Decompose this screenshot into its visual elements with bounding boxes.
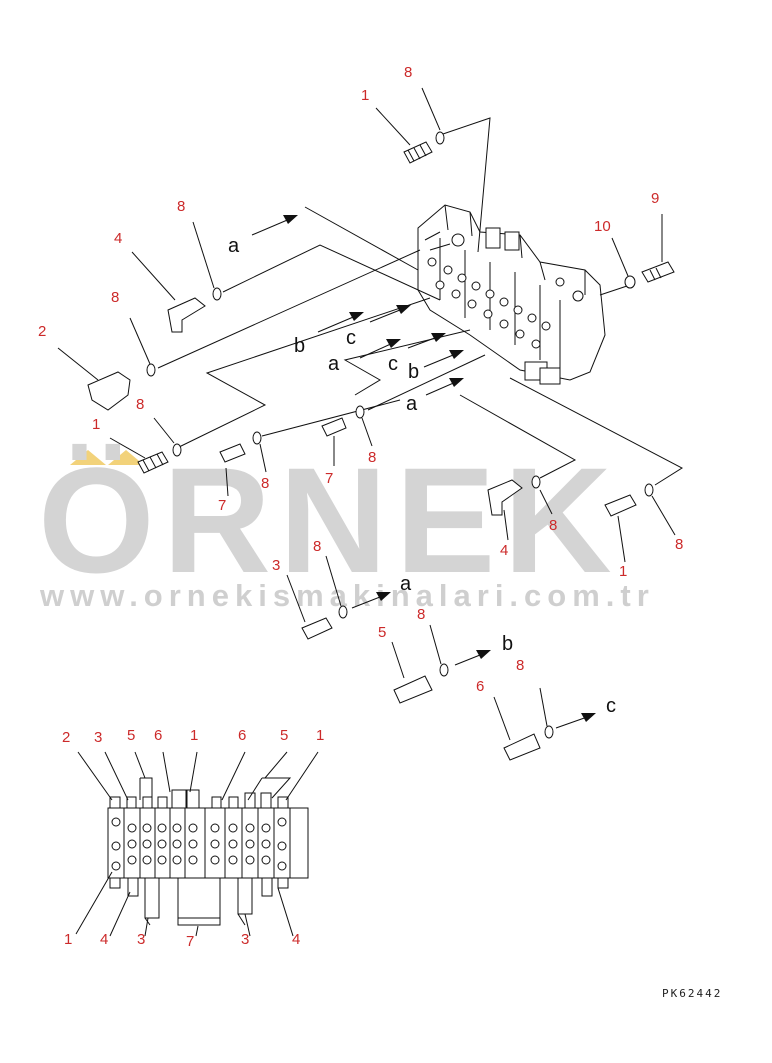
flow-arrows	[251, 215, 596, 729]
label-b: b	[294, 335, 305, 357]
callout-number: 8	[313, 538, 321, 555]
label-a: a	[406, 393, 418, 415]
callout-number: 7	[186, 933, 194, 950]
callout-number: 3	[94, 729, 102, 746]
o-ring-icon	[212, 287, 222, 301]
label-c: c	[346, 327, 356, 349]
port-holes	[111, 817, 287, 871]
control-valve-assembly	[417, 204, 606, 385]
label-a: a	[228, 235, 240, 257]
callout-number: 1	[361, 87, 369, 104]
nipple-fitting-icon	[604, 494, 637, 517]
tee-fitting-icon	[87, 371, 131, 411]
callout-number: 8	[111, 289, 119, 306]
callout-number: 7	[325, 470, 333, 487]
connection-letters: a b c a c b a a b c	[228, 235, 616, 717]
callout-number: 10	[594, 218, 611, 235]
connector-fitting-icon	[503, 733, 541, 761]
watermark-brand: ÖRNEK	[38, 436, 620, 604]
callout-number: 8	[368, 449, 376, 466]
callout-number: 5	[127, 727, 135, 744]
o-ring-icon	[146, 363, 156, 377]
callout-number: 1	[64, 931, 72, 948]
callout-number: 6	[238, 727, 246, 744]
elbow-fitting-icon	[167, 297, 206, 333]
callout-number: 2	[38, 323, 46, 340]
callout-number: 1	[316, 727, 324, 744]
top-fittings	[109, 789, 289, 809]
o-ring-icon	[252, 431, 262, 445]
callout-number: 4	[100, 931, 108, 948]
callout-number: 1	[92, 416, 100, 433]
fittings	[87, 131, 675, 761]
callout-number: 8	[261, 475, 269, 492]
routing-lines	[157, 117, 684, 486]
assembly-front-view	[107, 777, 309, 926]
callout-number: 6	[476, 678, 484, 695]
callout-number: 8	[136, 396, 144, 413]
callout-number: 1	[619, 563, 627, 580]
callout-number: 8	[417, 606, 425, 623]
o-ring-icon	[338, 605, 348, 619]
callout-number: 9	[651, 190, 659, 207]
connector-fitting-icon	[301, 617, 333, 640]
nipple-fitting-icon	[403, 141, 433, 164]
callout-number: 5	[280, 727, 288, 744]
washer-icon	[624, 275, 636, 289]
label-b: b	[408, 361, 419, 383]
callout-number: 4	[292, 931, 300, 948]
callout-number: 8	[675, 536, 683, 553]
adapter-fitting-icon	[219, 443, 246, 463]
valve-body-outline	[107, 807, 309, 879]
callout-number: 4	[114, 230, 122, 247]
label-a: a	[400, 573, 412, 595]
callout-number: 8	[516, 657, 524, 674]
o-ring-icon	[172, 443, 182, 457]
watermark-accent-icon	[108, 450, 144, 465]
callout-number: 2	[62, 729, 70, 746]
label-b: b	[502, 633, 513, 655]
callout-number: 8	[549, 517, 557, 534]
o-ring-icon	[531, 475, 541, 489]
callouts-lower: 2 3 5 6 1 6 5 1 1 4 3 7 3 4	[62, 727, 324, 950]
watermark: ÖRNEK www.ornekismakinalari.com.tr	[38, 436, 655, 613]
watermark-url: www.ornekismakinalari.com.tr	[39, 578, 655, 613]
o-ring-icon	[644, 483, 654, 497]
label-a: a	[328, 353, 340, 375]
o-ring-icon	[435, 131, 445, 145]
label-c: c	[606, 695, 616, 717]
callout-number: 3	[241, 931, 249, 948]
label-c: c	[388, 353, 398, 375]
connector-fitting-icon	[393, 675, 433, 704]
elbow-fitting-icon	[487, 479, 523, 516]
callout-number: 5	[378, 624, 386, 641]
callout-number: 6	[154, 727, 162, 744]
leader-lines-lower	[75, 751, 319, 937]
o-ring-icon	[439, 663, 449, 677]
callout-number: 8	[177, 198, 185, 215]
callout-number: 3	[137, 931, 145, 948]
callouts-upper: 8 1 8 4 8 2 8 1 7 8 7 8 10 9 8 4 8 1 8 3…	[38, 64, 683, 695]
callout-number: 7	[218, 497, 226, 514]
callout-number: 8	[404, 64, 412, 81]
watermark-accent-icon	[70, 450, 106, 465]
o-ring-icon	[355, 405, 365, 419]
callout-number: 1	[190, 727, 198, 744]
bottom-fittings	[109, 877, 289, 919]
callout-number: 3	[272, 557, 280, 574]
drawing-code: PK62442	[662, 987, 722, 1000]
adapter-fitting-icon	[321, 417, 347, 437]
callout-number: 4	[500, 542, 508, 559]
leader-lines	[57, 87, 676, 741]
o-ring-icon	[544, 725, 554, 739]
